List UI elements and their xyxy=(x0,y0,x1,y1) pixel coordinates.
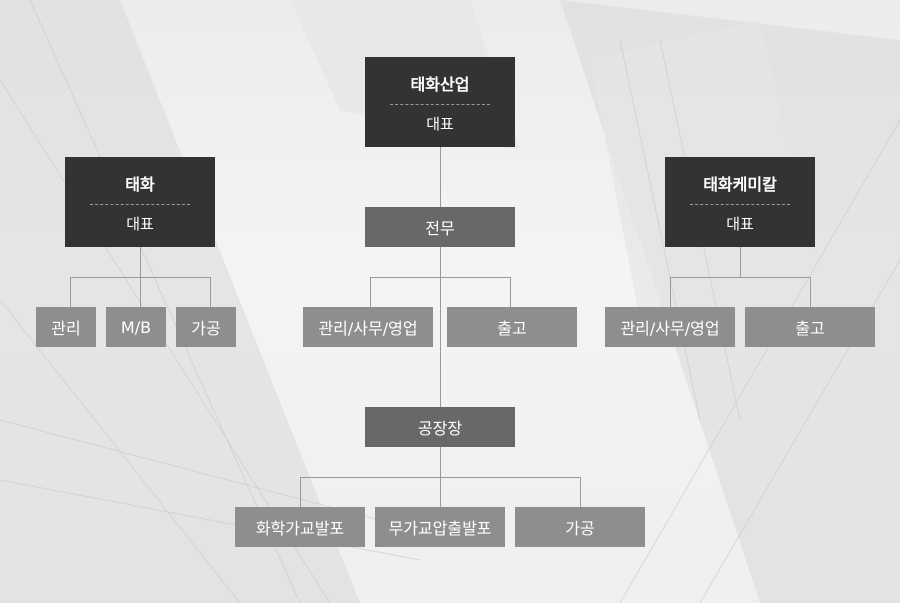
node-factory-unit-chemical-foam: 화학가교발포 xyxy=(235,507,365,547)
node-right-company: 태화케미칼 대표 xyxy=(665,157,815,247)
node-left-company-name: 태화 xyxy=(125,174,155,194)
node-director-unit-shipping: 출고 xyxy=(447,307,577,347)
node-left-company: 태화 대표 xyxy=(65,157,215,247)
node-director: 전무 xyxy=(365,207,515,247)
node-left-company-divider xyxy=(90,203,190,205)
node-hq-divider xyxy=(390,103,490,105)
node-left-unit-mb: M/B xyxy=(106,307,166,347)
node-hq: 태화산업 대표 xyxy=(365,57,515,147)
node-hq-role: 대표 xyxy=(426,114,454,133)
node-right-company-role: 대표 xyxy=(726,214,754,233)
node-right-unit-shipping: 출고 xyxy=(745,307,875,347)
node-director-unit-admin-sales: 관리/사무/영업 xyxy=(303,307,433,347)
node-left-unit-processing: 가공 xyxy=(176,307,236,347)
node-factory-manager: 공장장 xyxy=(365,407,515,447)
node-right-company-divider xyxy=(690,203,790,205)
node-right-company-name: 태화케미칼 xyxy=(703,174,777,194)
node-factory-unit-extrusion-foam: 무가교압출발포 xyxy=(375,507,505,547)
node-hq-name: 태화산업 xyxy=(410,74,470,94)
node-right-unit-admin-sales: 관리/사무/영업 xyxy=(605,307,735,347)
node-factory-unit-processing: 가공 xyxy=(515,507,645,547)
node-left-company-role: 대표 xyxy=(126,214,154,233)
node-left-unit-admin: 관리 xyxy=(36,307,96,347)
